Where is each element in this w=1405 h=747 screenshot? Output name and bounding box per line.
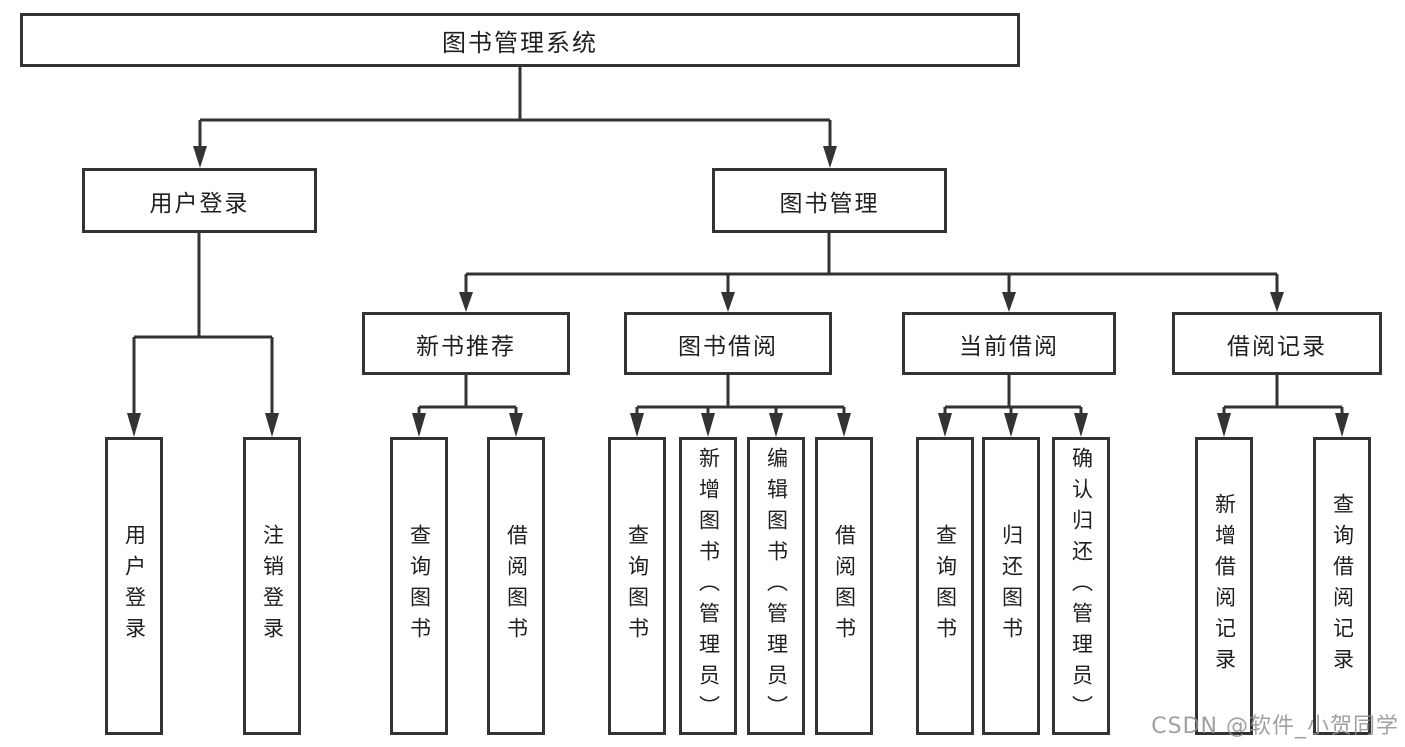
leaf-user-login-label: 用户登录	[122, 524, 147, 648]
leaf-query-borrow-record-label: 查询借阅记录	[1330, 493, 1355, 679]
leaf-query-books-borrow-label: 查询图书	[625, 524, 650, 648]
csdn-watermark: CSDN @软件_小贺同学	[1151, 714, 1399, 739]
leaf-user-login: 用户登录	[105, 437, 163, 735]
node-new-book-recommend-label: 新书推荐	[416, 333, 516, 360]
node-current-borrow: 当前借阅	[902, 312, 1116, 375]
leaf-add-borrow-record-label: 新增借阅记录	[1212, 493, 1237, 679]
leaf-query-books-recommend: 查询图书	[390, 437, 448, 735]
leaf-borrow-books-recommend: 借阅图书	[487, 437, 545, 735]
leaf-add-book-admin-label: 新增图书（管理员）	[696, 446, 721, 726]
arrowheads-bookborrow-leaves	[630, 413, 851, 437]
leaf-return-book: 归还图书	[982, 437, 1040, 735]
connector-bookmgmt-to-level3	[464, 233, 1279, 294]
leaf-confirm-return-admin-label: 确认归还（管理员）	[1069, 446, 1094, 726]
connector-bookborrow-to-leaves	[635, 375, 846, 415]
leaf-add-borrow-record: 新增借阅记录	[1195, 437, 1253, 735]
node-book-management-label: 图书管理	[779, 190, 880, 217]
leaf-confirm-return-admin: 确认归还（管理员）	[1052, 437, 1110, 735]
leaf-query-books-recommend-label: 查询图书	[407, 524, 432, 648]
leaf-query-books-current: 查询图书	[916, 437, 974, 735]
node-book-borrow-label: 图书借阅	[678, 333, 778, 360]
connector-newbook-to-leaves	[417, 375, 518, 415]
leaf-query-books-current-label: 查询图书	[933, 524, 958, 648]
connector-borrowrecords-to-leaves	[1222, 375, 1344, 415]
node-borrow-records: 借阅记录	[1172, 312, 1382, 375]
node-borrow-records-label: 借阅记录	[1227, 333, 1327, 360]
leaf-edit-book-admin-label: 编辑图书（管理员）	[764, 446, 789, 726]
node-book-management: 图书管理	[712, 168, 947, 233]
node-root-library-system: 图书管理系统	[20, 13, 1020, 67]
node-current-borrow-label: 当前借阅	[959, 333, 1059, 360]
node-new-book-recommend: 新书推荐	[362, 312, 570, 375]
leaf-query-borrow-record: 查询借阅记录	[1313, 437, 1371, 735]
arrowheads-level3	[459, 292, 1284, 312]
leaf-edit-book-admin: 编辑图书（管理员）	[747, 437, 805, 735]
arrowheads-level2	[193, 146, 837, 168]
leaf-add-book-admin: 新增图书（管理员）	[679, 437, 737, 735]
arrowheads-newbook-leaves	[412, 413, 523, 437]
connector-currentborrow-to-leaves	[943, 375, 1083, 415]
leaf-borrow-books-label: 借阅图书	[832, 524, 857, 648]
leaf-return-book-label: 归还图书	[999, 524, 1024, 648]
leaf-logout-label: 注销登录	[260, 524, 285, 648]
node-book-borrow: 图书借阅	[624, 312, 832, 375]
leaf-borrow-books: 借阅图书	[815, 437, 873, 735]
arrowheads-borrowrecords-leaves	[1217, 413, 1349, 437]
leaf-logout: 注销登录	[243, 437, 301, 735]
node-user-login-label: 用户登录	[149, 190, 250, 217]
node-user-login: 用户登录	[82, 168, 317, 233]
connector-userlogin-to-leaves	[132, 233, 274, 415]
leaf-query-books-borrow: 查询图书	[608, 437, 666, 735]
arrowheads-userlogin-leaves	[127, 413, 279, 437]
leaf-borrow-books-recommend-label: 借阅图书	[504, 524, 529, 648]
connector-root-to-level2	[198, 67, 832, 148]
node-root-label: 图书管理系统	[442, 28, 598, 57]
arrowheads-currentborrow-leaves	[938, 413, 1088, 437]
